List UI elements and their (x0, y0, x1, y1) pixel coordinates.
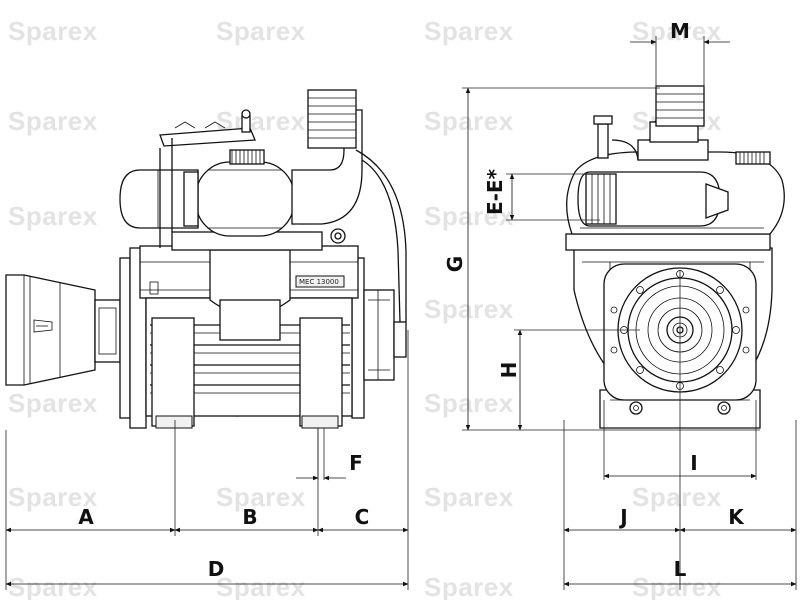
dim-label-l: L (674, 557, 687, 581)
watermark-text: Sparex (424, 482, 514, 512)
side-view-drawing: MEC 13000 (5, 89, 407, 429)
watermark-text: Sparex (8, 572, 98, 600)
dim-label-g: G (443, 256, 467, 272)
watermark-text: Sparex (424, 572, 514, 600)
nameplate-label: MEC 13000 (299, 278, 339, 286)
dim-label-h: H (497, 362, 521, 379)
dim-label-a: A (78, 505, 94, 529)
watermark-text: Sparex (632, 482, 722, 512)
dim-label-e-e: E-E* (483, 168, 507, 215)
dim-label-m: M (670, 19, 690, 43)
watermark-text: Sparex (8, 388, 98, 418)
watermark-text: Sparex (424, 16, 514, 46)
dim-label-i: I (690, 451, 697, 475)
watermark-text: Sparex (424, 388, 514, 418)
watermark-text: Sparex (424, 294, 514, 324)
dim-label-f: F (349, 451, 363, 475)
front-view-drawing (565, 85, 785, 429)
watermark-text: Sparex (8, 16, 98, 46)
dim-label-d: D (208, 557, 225, 581)
watermark-text: Sparex (8, 106, 98, 136)
watermark-text: Sparex (8, 482, 98, 512)
watermark-text: Sparex (424, 106, 514, 136)
watermark-text: Sparex (216, 482, 306, 512)
watermark-text: Sparex (216, 16, 306, 46)
dimension-lines (5, 36, 797, 590)
watermark-text: Sparex (8, 201, 98, 231)
dimension-labels: A B C D F I J K L M G H E-E* (78, 19, 745, 581)
dim-label-b: B (242, 505, 257, 529)
dim-label-j: J (618, 505, 627, 529)
dim-label-c: C (355, 505, 370, 529)
dim-label-k: K (728, 505, 745, 529)
watermark-text: Sparex (216, 572, 306, 600)
